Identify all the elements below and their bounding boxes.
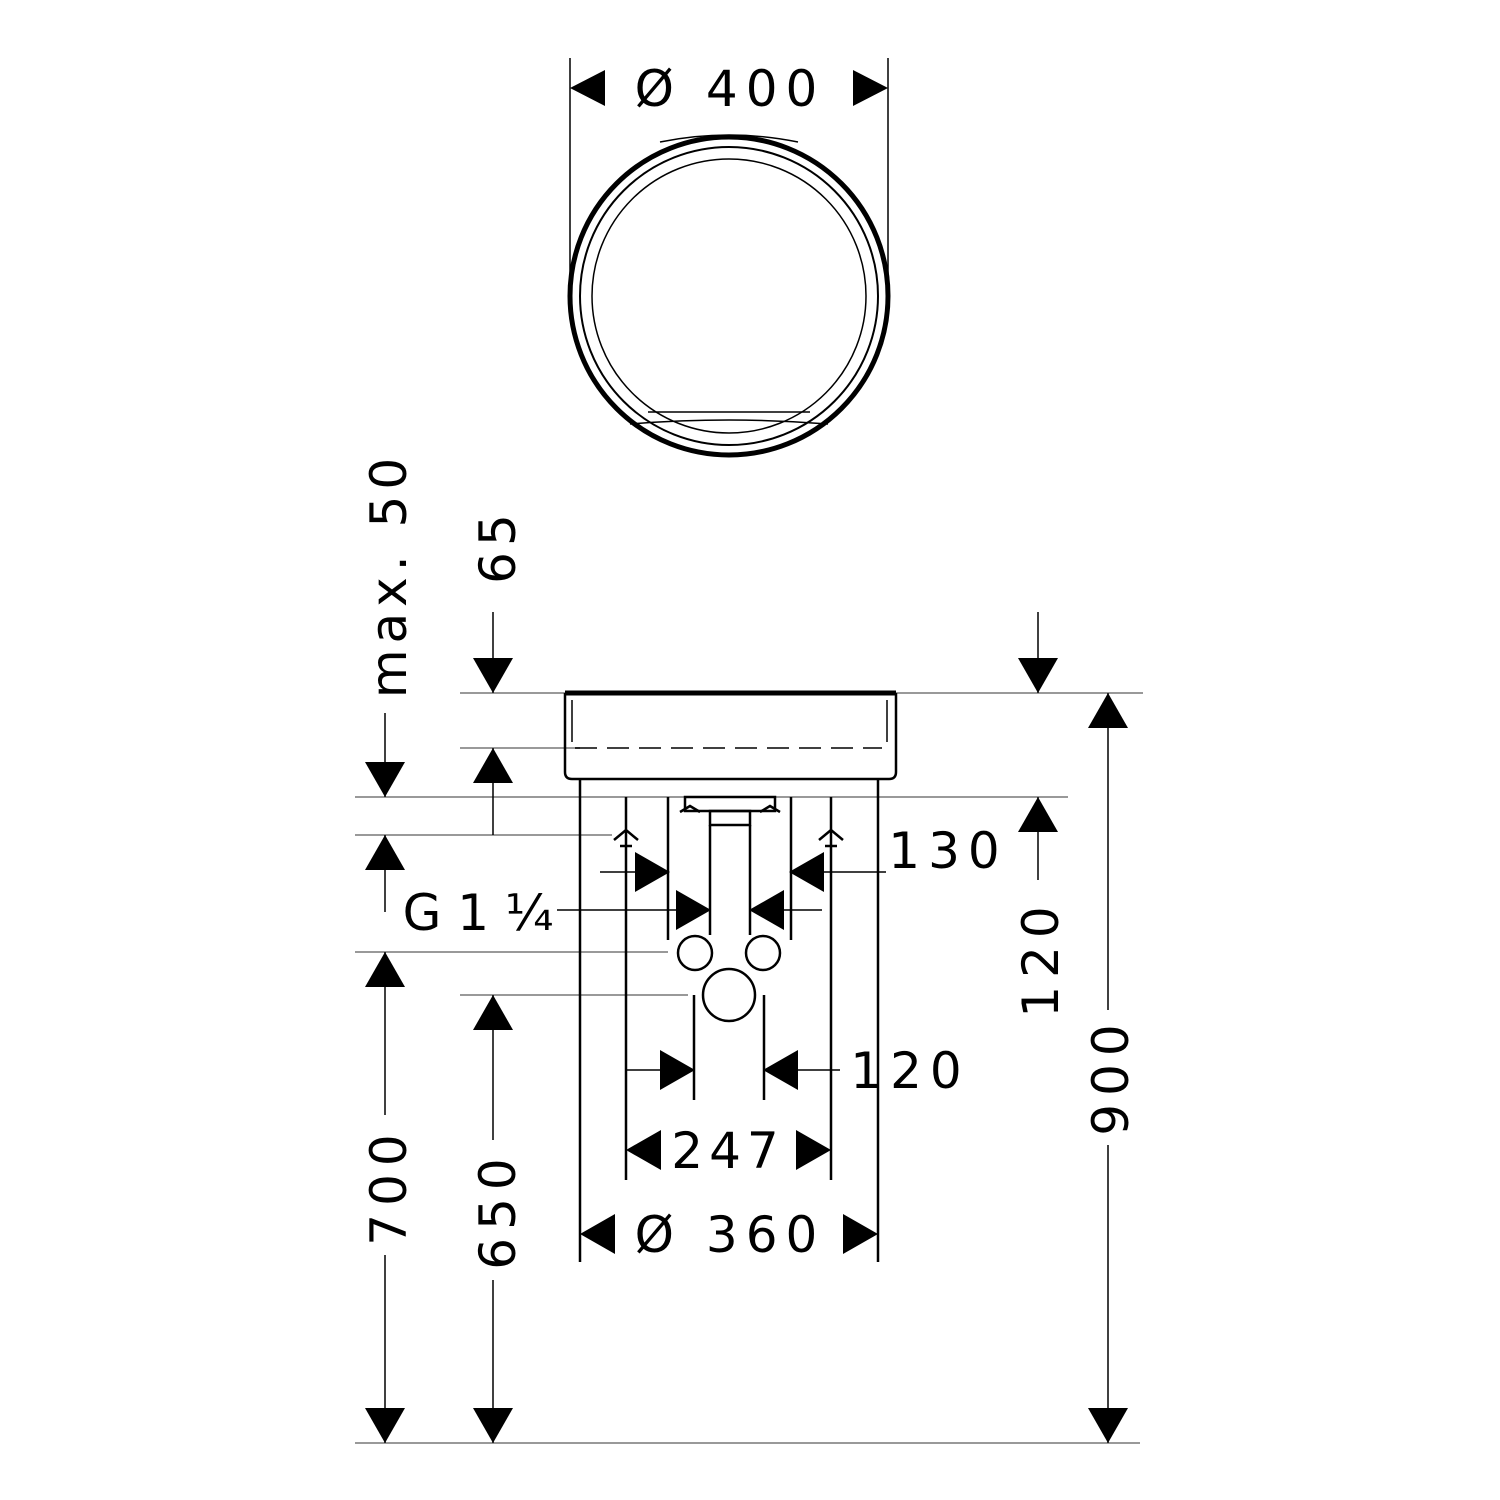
dim-max50: max. 50 bbox=[360, 452, 418, 912]
dim-650-label: 650 bbox=[469, 1150, 527, 1269]
dim-120-vertical: 120 bbox=[1012, 797, 1070, 1018]
top-view: Ø 400 bbox=[567, 58, 891, 458]
dim-65-label: 65 bbox=[469, 508, 527, 584]
valve-fittings bbox=[613, 795, 844, 1180]
basin-outer-rim bbox=[567, 134, 891, 458]
basin-bowl bbox=[591, 158, 867, 434]
dim-max-50: max. 50 bbox=[360, 452, 418, 698]
front-view: max. 50 65 130 G 1 ¼ bbox=[355, 452, 1143, 1444]
dim-120-horizontal: 120 bbox=[626, 1042, 969, 1100]
dim-g114: G 1 ¼ bbox=[403, 884, 822, 942]
dim-bottom-diameter: Ø 360 bbox=[635, 1206, 826, 1264]
basin-inner-rim bbox=[579, 146, 879, 446]
dim-650: 650 bbox=[469, 995, 527, 1443]
basin-body bbox=[563, 690, 898, 1262]
dim-65: 65 bbox=[469, 508, 527, 835]
dim-130: 130 bbox=[600, 822, 1007, 892]
dim-top-diameter: Ø 400 bbox=[635, 60, 826, 118]
dim-130-label: 130 bbox=[888, 822, 1007, 880]
dim-120-vertical-label: 120 bbox=[1012, 898, 1070, 1017]
dim-247-label: 247 bbox=[671, 1122, 784, 1180]
dim-900: 900 bbox=[1082, 693, 1140, 1443]
dim-900-label: 900 bbox=[1082, 1016, 1140, 1135]
dim-700-label: 700 bbox=[360, 1126, 418, 1245]
dim-diameter-360: Ø 360 bbox=[580, 1206, 878, 1264]
dim-247: 247 bbox=[626, 1122, 831, 1180]
dim-700: 700 bbox=[360, 952, 418, 1443]
dim-thread-label: G 1 ¼ bbox=[403, 884, 554, 942]
dim-120-horizontal-label: 120 bbox=[850, 1042, 969, 1100]
